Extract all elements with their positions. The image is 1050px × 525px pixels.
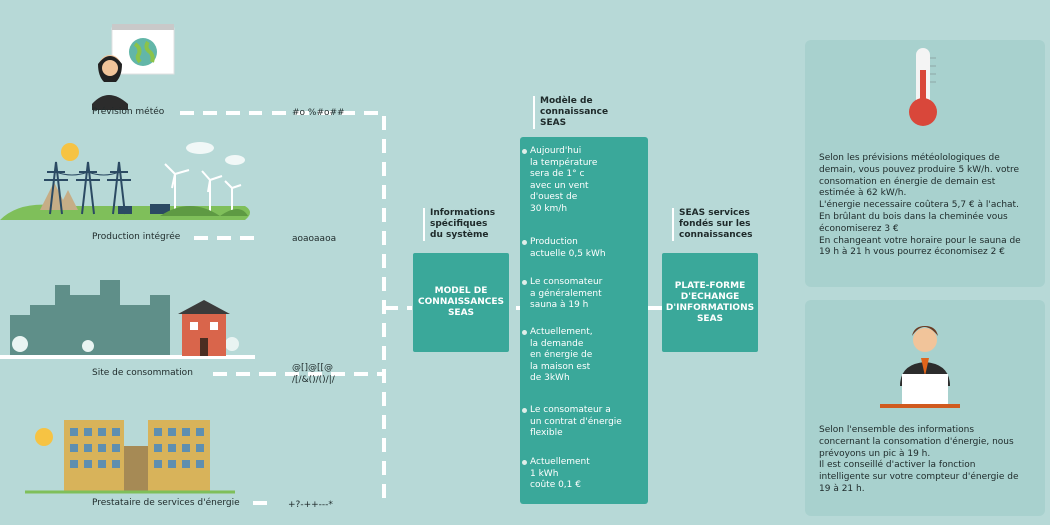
wind-turbine-icon: [164, 163, 242, 214]
info-header: Informations spécifiques du système: [423, 208, 495, 241]
prestataire-label: Prestataire de services d'énergie: [92, 498, 240, 508]
production-illustration: [0, 142, 250, 220]
platform-box-line: PLATE-FORME: [674, 280, 746, 291]
production-label: Production intégrée: [92, 232, 181, 242]
meteo-label: Prévision météo: [92, 107, 165, 117]
services-header-line: SEAS services: [679, 208, 750, 218]
services-header: SEAS services fondés sur les connaissanc…: [672, 208, 752, 241]
site-code-1: @[]@[[@: [292, 363, 334, 373]
info-header-line: Informations: [430, 208, 496, 218]
prestataire-code: +?-++---*: [288, 500, 333, 510]
model-box-line: CONNAISSANCES: [418, 297, 504, 307]
model-box-line: MODEL DE: [434, 286, 488, 296]
platform-box-line: D'INFORMATIONS: [665, 302, 755, 313]
sun-icon: [61, 143, 79, 161]
connector-lines: [180, 111, 662, 505]
office-building-icon: [25, 420, 235, 494]
meteo-code: #o %#o##: [292, 108, 345, 118]
model-box: MODEL DE CONNAISSANCES SEAS: [413, 253, 509, 352]
solar-panel-icon: [150, 204, 170, 214]
services-header-line: fondés sur les: [679, 219, 751, 229]
modele-header-line: SEAS: [540, 118, 567, 128]
house-icon: [178, 300, 230, 356]
city-icon: [0, 280, 255, 359]
platform-box-line: D'ECHANGE: [680, 291, 740, 302]
modele-header: Modèle de connaissance SEAS: [533, 96, 608, 129]
services-header-line: connaissances: [679, 230, 753, 240]
site-label: Site de consommation: [92, 368, 193, 378]
presenter-icon: [92, 24, 175, 110]
pylon-icon: [44, 161, 131, 215]
info-header-line: du système: [430, 230, 489, 240]
platform-box-line: SEAS: [696, 313, 724, 324]
globe-icon: [129, 38, 157, 66]
production-code: aoaoaaoa: [292, 234, 337, 244]
modele-header-line: connaissance: [540, 107, 609, 117]
info-header-line: spécifiques: [430, 219, 488, 229]
modele-header-line: Modèle de: [540, 96, 593, 106]
platform-box: PLATE-FORME D'ECHANGE D'INFORMATIONS SEA…: [662, 253, 758, 352]
site-code-2: /[/&()/()/|/: [292, 375, 335, 385]
model-box-line: SEAS: [447, 308, 475, 318]
